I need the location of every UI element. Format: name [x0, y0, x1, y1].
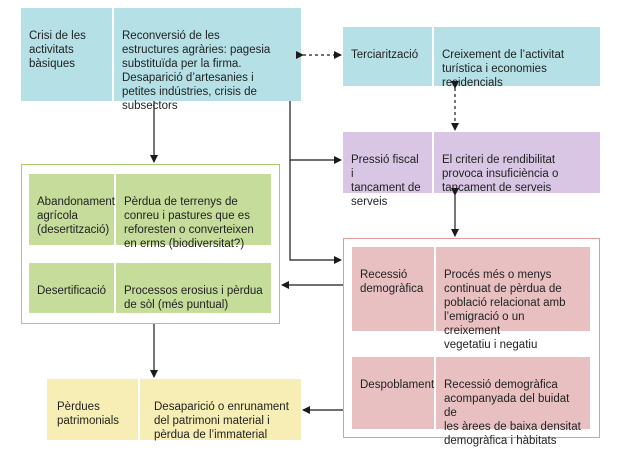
- desertificacio-title-cell: Desertificació: [29, 263, 114, 313]
- abandonament-title: Abandonament agrícola (desertització): [37, 196, 116, 236]
- terciaritzacio-desc-cell: Creixement de l’activitat turística i ec…: [434, 27, 600, 89]
- recessio-title: Recessió demogràfica: [360, 269, 424, 295]
- abandonament-description: Pèrdua de terrenys de conreu i pastures …: [124, 196, 254, 250]
- recessio-description: Procés més o menys continuat de pèrdua d…: [444, 269, 566, 351]
- perdues-description: Desaparició o enrunament del patrimoni m…: [154, 401, 289, 441]
- despoblament-title-cell: Despoblament: [352, 357, 434, 429]
- crisi-description: Reconversió de les estructures agràries:…: [122, 30, 271, 112]
- pressio-title: Pressió fiscal i tancament de serveis: [351, 154, 421, 208]
- crisi-desc-cell: Reconversió de les estructures agràries:…: [114, 8, 301, 112]
- natural-impacts-frame: [21, 164, 280, 324]
- pressio-desc-cell: El criteri de rendibilitat provoca insuf…: [434, 132, 600, 194]
- perdues-title-cell: Pèrdues patrimonials: [47, 379, 138, 440]
- desertificacio-desc-cell: Processos erosius i pèrdua de sòl (més p…: [116, 263, 271, 313]
- abandonament-title-cell: Abandonament agrícola (desertització): [29, 174, 116, 245]
- terciaritzacio-title-cell: Terciarització: [343, 27, 432, 86]
- recessio-title-cell: Recessió demogràfica: [352, 247, 434, 331]
- recessio-desc-cell: Procés més o menys continuat de pèrdua d…: [436, 247, 590, 351]
- abandonament-desc-cell: Pèrdua de terrenys de conreu i pastures …: [116, 174, 271, 250]
- desertificacio-title: Desertificació: [37, 285, 107, 297]
- despoblament-desc-cell: Recessió demogràfica acompanyada del bui…: [436, 357, 590, 447]
- demographic-impacts-frame: [343, 238, 600, 438]
- perdues-title: Pèrdues patrimonials: [57, 401, 119, 427]
- crisi-title-cell: Crisi de les activitats bàsiques: [21, 8, 112, 101]
- desertificacio-description: Processos erosius i pèrdua de sòl (més p…: [124, 285, 263, 311]
- perdues-desc-cell: Desaparició o enrunament del patrimoni m…: [140, 379, 301, 441]
- despoblament-description: Recessió demogràfica acompanyada del bui…: [444, 379, 581, 447]
- terciaritzacio-title: Terciarització: [351, 49, 419, 61]
- despoblament-title: Despoblament: [360, 379, 435, 391]
- pressio-title-cell: Pressió fiscal i tancament de serveis: [343, 132, 432, 208]
- pressio-description: El criteri de rendibilitat provoca insuf…: [442, 154, 559, 194]
- arrow-crisi-to-recessio: [289, 160, 342, 264]
- crisi-title: Crisi de les activitats bàsiques: [29, 30, 86, 70]
- arrow-crisi-to-pressio: [289, 101, 342, 164]
